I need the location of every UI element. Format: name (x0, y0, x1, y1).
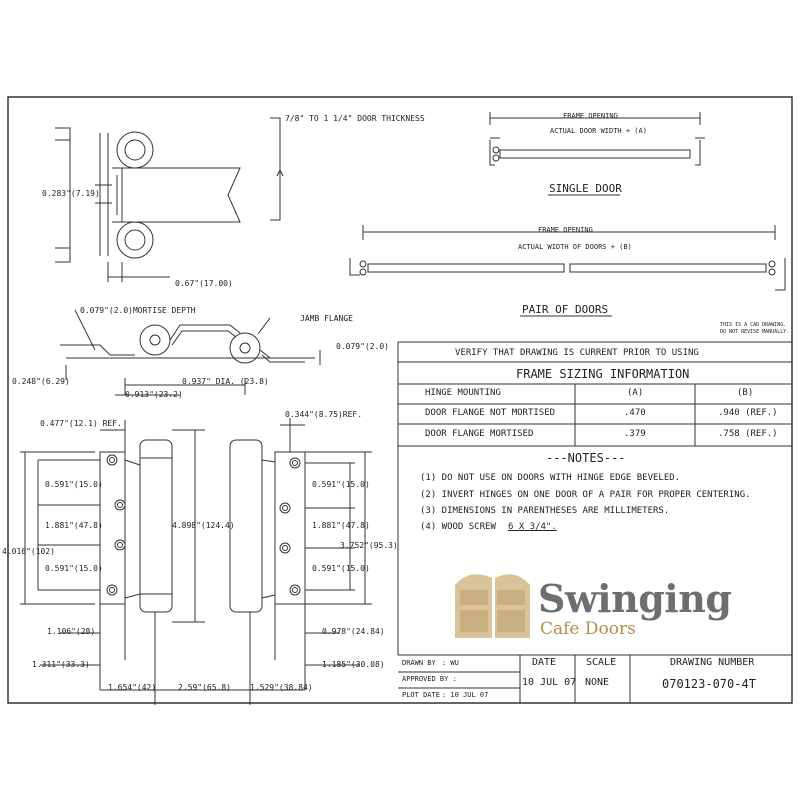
pair-of-doors-title: PAIR OF DOORS (522, 303, 609, 316)
note-3: (3) DIMENSIONS IN PARENTHESES ARE MILLIM… (420, 506, 670, 516)
logo-doors-graphic (455, 574, 530, 638)
dim-0344: 0.344"(8.75)REF. (285, 410, 363, 419)
scale-value: NONE (585, 677, 610, 688)
dim-1881-r: 1.881"(47.8) (312, 521, 370, 530)
table-row-2-a: .379 (624, 429, 646, 439)
drawn-by-label: DRAWN BY (402, 659, 436, 667)
actual-door-width: ACTUAL DOOR WIDTH + (A) (550, 127, 647, 135)
pair-of-doors-layout (349, 225, 786, 317)
dim-0477: 0.477"(12.1) REF. (40, 419, 122, 428)
note-1: (1) DO NOT USE ON DOORS WITH HINGE EDGE … (420, 473, 681, 483)
hinge-front-view (20, 418, 372, 705)
logo-subtitle: Cafe Doors (540, 619, 636, 639)
drawing-number-value: 070123-070-4T (662, 677, 756, 691)
table-row-1-a: .470 (624, 408, 646, 418)
hinge-side-view (55, 117, 284, 282)
dim-1881-l: 1.881"(47.8) (45, 521, 103, 530)
table-header-b: (B) (737, 388, 754, 398)
frame-sizing-table (397, 341, 792, 703)
dim-1311: 1.311"(33.3) (32, 660, 90, 669)
dim-4016: 4.016"(102) (2, 547, 55, 556)
dim-0937: 0.937" DIA. (23.8) (182, 377, 269, 386)
frame-opening-2: FRAME OPENING (538, 226, 593, 234)
verify-note: VERIFY THAT DRAWING IS CURRENT PRIOR TO … (455, 348, 699, 358)
dim-1185: 1.185"(30.08) (322, 660, 385, 669)
dim-1529: 1.529"(38.84) (250, 683, 313, 692)
plot-date-value: : 10 JUL 07 (442, 691, 489, 699)
table-row-1-b: .940 (REF.) (718, 408, 778, 418)
note-2: (2) INVERT HINGES ON ONE DOOR OF A PAIR … (420, 490, 751, 500)
hinge-top-view (60, 309, 321, 396)
dim-0248: 0.248"(6.29) (12, 377, 70, 386)
actual-width-doors: ACTUAL WIDTH OF DOORS + (B) (518, 243, 632, 251)
dim-3752: 3.752"(95.3) (340, 541, 398, 550)
jamb-flange-label: JAMB FLANGE (300, 314, 353, 323)
table-row-2-b: .758 (REF.) (718, 429, 778, 439)
door-thickness-label: 7/8" TO 1 1/4" DOOR THICKNESS (285, 114, 425, 123)
table-title: FRAME SIZING INFORMATION (516, 367, 690, 381)
note-4: (4) WOOD SCREW (420, 522, 496, 532)
dim-259: 2.59"(65.8) (178, 683, 231, 692)
cad-note-1: THIS IS A CAD DRAWING. (720, 322, 787, 328)
mortise-depth-label: 0.079"(2.0)MORTISE DEPTH (80, 306, 196, 315)
single-door-layout (489, 112, 705, 196)
dim-4898: 4.898"(124.4) (172, 521, 235, 530)
date-value: 10 JUL 07 (522, 677, 577, 688)
dim-0079-right: 0.079"(2.0) (336, 342, 389, 351)
approved-by-label: APPROVED BY : (402, 675, 457, 683)
drawing-number-label: DRAWING NUMBER (670, 657, 755, 668)
dim-0978: 0.978"(24.84) (322, 627, 385, 636)
dim-0591-l2: 0.591"(15.0) (45, 564, 103, 573)
table-header-a: (A) (627, 388, 644, 398)
dim-1654: 1.654"(42) (108, 683, 157, 692)
dim-0913: 0.913"(23.2) (125, 390, 183, 399)
date-label: DATE (532, 657, 557, 668)
dim-067: 0.67"(17.00) (175, 279, 233, 288)
dim-0283: 0.283"(7.19) (42, 189, 100, 198)
table-header-mounting: HINGE MOUNTING (425, 388, 501, 398)
frame-opening-1: FRAME OPENING (563, 112, 618, 120)
cad-note-2: DO NOT REVISE MANUALLY. (720, 329, 790, 335)
dim-1106: 1.106"(28) (47, 627, 96, 636)
notes-title: ---NOTES--- (546, 451, 626, 465)
scale-label: SCALE (586, 657, 617, 668)
plot-date-label: PLOT DATE (402, 691, 440, 699)
logo-wordmark: Swinging (538, 576, 732, 621)
table-row-2-label: DOOR FLANGE MORTISED (425, 429, 534, 439)
dim-0591-r2: 0.591"(15.0) (312, 564, 370, 573)
table-row-1-label: DOOR FLANGE NOT MORTISED (425, 408, 556, 418)
screw-size: 6 X 3/4". (508, 522, 557, 532)
dim-0591-l1: 0.591"(15.0) (45, 480, 103, 489)
drawn-by-value: : WU (442, 659, 459, 667)
dim-0591-r1: 0.591"(15.0) (312, 480, 370, 489)
single-door-title: SINGLE DOOR (549, 182, 622, 195)
